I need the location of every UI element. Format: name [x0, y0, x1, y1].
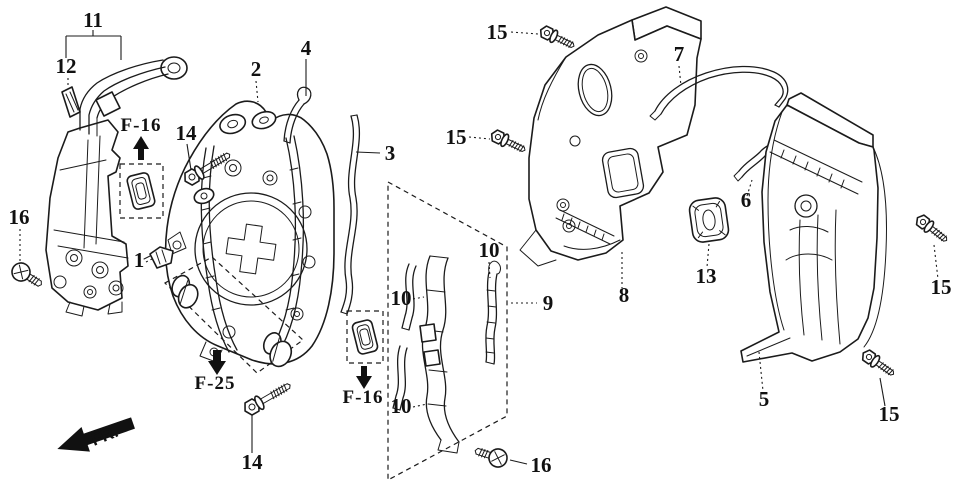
callout-10-bottom: 10 [391, 394, 412, 418]
ref-label-f16-lower: F-16 [343, 387, 384, 408]
screw-16-bottom [471, 441, 511, 471]
callout-14-lower: 14 [242, 450, 264, 474]
callout-10-top: 10 [479, 238, 500, 262]
callout-15-mid: 15 [446, 125, 467, 149]
ref-label-f16-upper: F-16 [121, 115, 162, 136]
callout-16-bottom: 16 [531, 453, 552, 477]
bolt-15-right-upper [912, 211, 952, 247]
ref-label-f25: F-25 [195, 373, 236, 394]
callout-15-right-lower: 15 [879, 402, 900, 426]
bolt-15-top [537, 23, 578, 53]
part-7-rod [649, 65, 789, 121]
bolt-14-lower [240, 377, 295, 419]
f25-mount-callout [164, 256, 304, 375]
callout-11: 11 [83, 8, 103, 32]
callout-15-top: 15 [487, 20, 508, 44]
callout-8: 8 [619, 283, 630, 307]
part-13-grommet [688, 197, 730, 243]
part-1-sensor [143, 246, 174, 269]
callout-12: 12 [56, 54, 77, 78]
part-12-strip [61, 86, 81, 118]
part-3-gasket-strip [340, 114, 361, 315]
part-2-front-cover [164, 100, 335, 365]
up-arrow-icon [133, 136, 149, 160]
screw-16-left [7, 258, 47, 294]
callout-16-left: 16 [9, 205, 30, 229]
f16-upper-grommet-callout [119, 136, 164, 219]
callout-3: 3 [385, 141, 396, 165]
callout-14-upper: 14 [176, 121, 198, 145]
part-4-bracket [283, 86, 312, 144]
callout-4: 4 [301, 36, 312, 60]
left-cover-assembly [45, 119, 129, 317]
down-arrow-icon [356, 366, 372, 389]
part-5-side-cover [740, 92, 887, 363]
callout-15-right-upper: 15 [931, 275, 952, 299]
fr-arrow-icon [57, 417, 135, 452]
callout-6: 6 [741, 188, 752, 212]
part-8-rear-cover [519, 6, 702, 267]
leader-lines [19, 30, 939, 465]
callout-9: 9 [543, 291, 554, 315]
callout-10-mid: 10 [391, 286, 412, 310]
fr-direction-indicator: FR. [57, 417, 135, 452]
callout-1: 1 [134, 248, 145, 272]
part-11-harness-strap [79, 56, 188, 137]
callout-13: 13 [696, 264, 717, 288]
callout-2: 2 [251, 57, 262, 81]
callout-5: 5 [759, 387, 770, 411]
f16-lower-grommet-callout [346, 310, 384, 389]
down-arrow-icon [208, 350, 226, 375]
part-9-gasket-set [387, 180, 508, 482]
bolt-15-right-lower [858, 346, 899, 381]
bolt-15-mid [488, 127, 529, 157]
callout-7: 7 [674, 42, 685, 66]
